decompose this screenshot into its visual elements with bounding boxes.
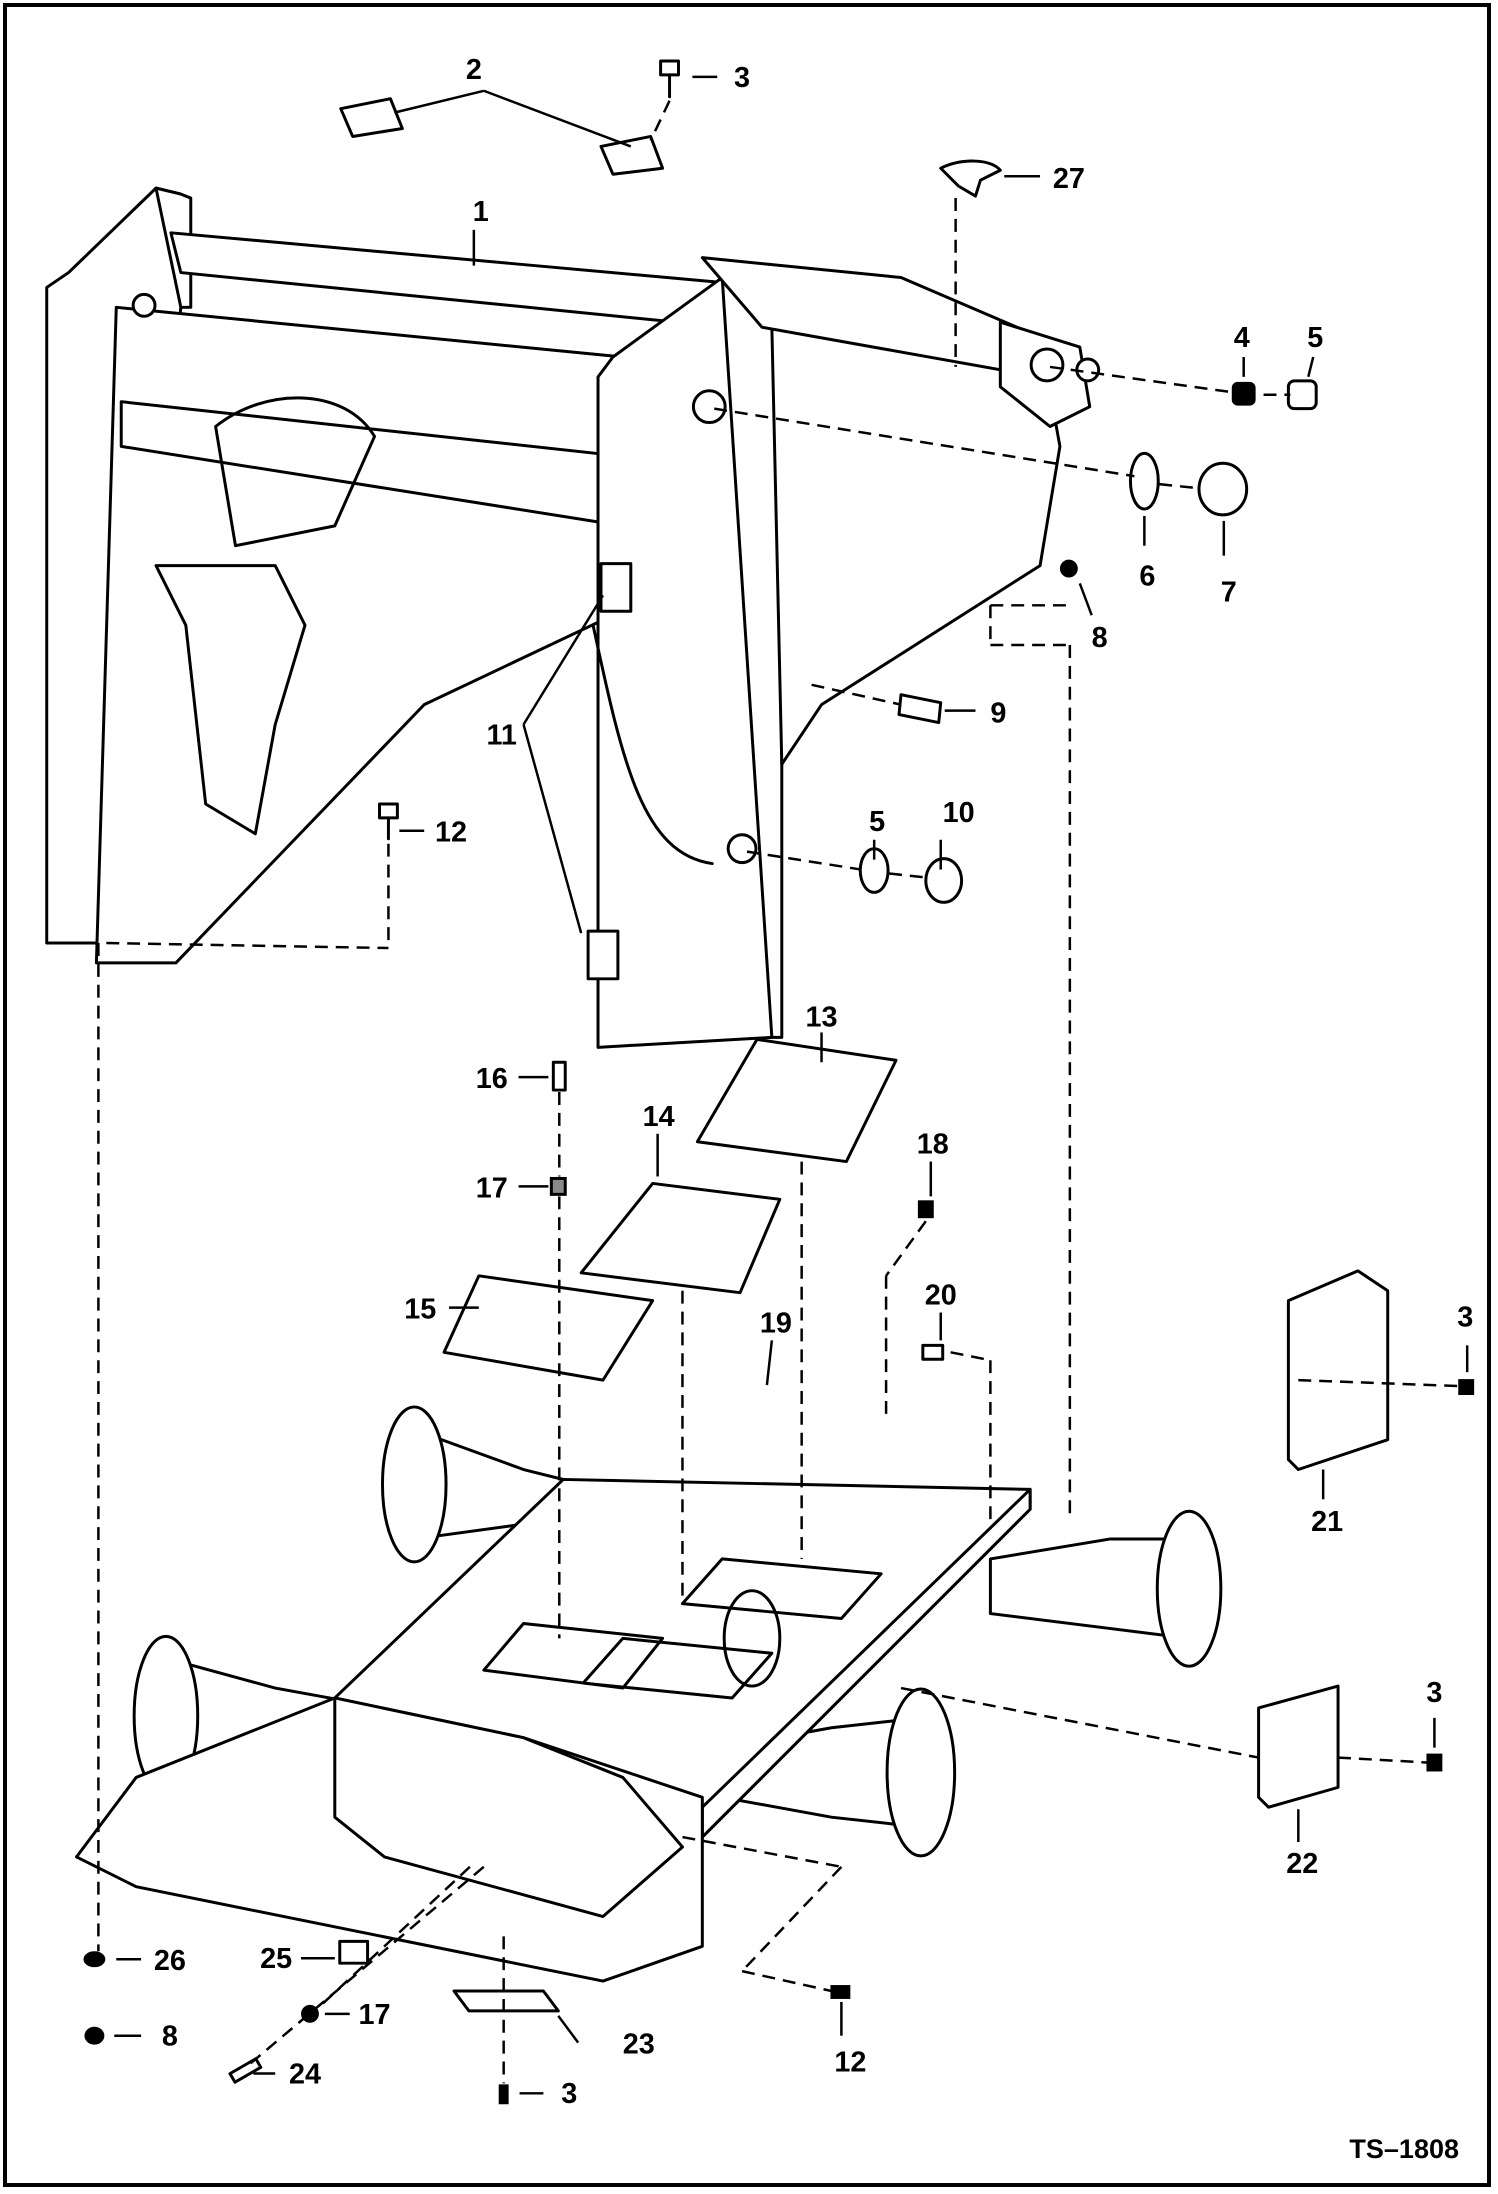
callout: 24 bbox=[289, 2058, 321, 2090]
callout: 19 bbox=[760, 1307, 792, 1339]
top-cross-tube bbox=[169, 231, 729, 329]
handle-part-27 bbox=[939, 159, 1002, 198]
assembly-lines bbox=[97, 100, 1460, 2084]
callout: 5 bbox=[1307, 322, 1323, 354]
tie-down-bracket bbox=[586, 929, 620, 981]
guard-part-22 bbox=[1257, 1684, 1340, 1809]
callout: 8 bbox=[1092, 622, 1108, 654]
bolt-part-12 bbox=[830, 1985, 851, 1999]
leader-lines bbox=[114, 75, 1469, 2095]
bolt-part-20 bbox=[921, 1343, 945, 1361]
lower-hardware bbox=[83, 1269, 1475, 2105]
callout: 3 bbox=[734, 62, 750, 94]
cover-plate-15 bbox=[442, 1274, 655, 1382]
exploded-parts-diagram: .ln { fill: none; stroke: #000; stroke-w… bbox=[45, 54, 1475, 2110]
callout: 2 bbox=[466, 54, 482, 86]
callout: 3 bbox=[1457, 1301, 1473, 1333]
callout: 13 bbox=[806, 1001, 838, 1033]
callout: 27 bbox=[1053, 163, 1085, 195]
main-frame bbox=[45, 186, 1101, 1049]
bolt-part-16 bbox=[551, 1060, 567, 1092]
callout: 1 bbox=[473, 196, 489, 228]
washer-part-6 bbox=[1128, 451, 1160, 511]
pivot-boss bbox=[691, 389, 727, 425]
callout: 3 bbox=[1426, 1677, 1442, 1709]
callout: 11 bbox=[486, 719, 516, 751]
callout: 10 bbox=[943, 797, 975, 829]
axle-chassis bbox=[75, 1405, 1223, 1983]
chassis-opening bbox=[680, 1557, 883, 1620]
callout: 25 bbox=[260, 1943, 292, 1975]
guard-part-21 bbox=[1286, 1269, 1390, 1471]
callout: 26 bbox=[154, 1945, 186, 1977]
wheel-hub bbox=[885, 1687, 957, 1858]
callout: 6 bbox=[1139, 560, 1155, 592]
bracket-part-25 bbox=[338, 1939, 370, 1965]
callout: 8 bbox=[162, 2021, 178, 2053]
callout: 16 bbox=[476, 1063, 508, 1095]
callout: 22 bbox=[1286, 1848, 1318, 1880]
callout-labels: 2 1 3 3 3 3 4 5 5 6 7 8 8 9 10 11 12 12 … bbox=[154, 54, 1473, 2110]
callout: 3 bbox=[561, 2078, 577, 2110]
plate-part-9 bbox=[897, 693, 943, 725]
tie-down-bracket bbox=[599, 562, 633, 613]
callout: 7 bbox=[1221, 576, 1237, 608]
callout: 20 bbox=[925, 1280, 957, 1312]
upper-hardware bbox=[339, 59, 1318, 904]
bushing-part-10 bbox=[924, 857, 964, 904]
washer-part-26 bbox=[83, 1951, 106, 1968]
pin-part-24 bbox=[228, 2057, 263, 2084]
bolt-part-3 bbox=[498, 2084, 509, 2105]
bushing-part-4 bbox=[1231, 381, 1256, 406]
callout: 21 bbox=[1311, 1506, 1343, 1538]
bracket-part-2 bbox=[339, 97, 404, 138]
wheel-hub bbox=[380, 1405, 448, 1564]
wheel-hub bbox=[1155, 1509, 1223, 1668]
bracket-part-2 bbox=[599, 134, 665, 176]
fitting-part-18 bbox=[917, 1200, 934, 1219]
bushing-part-7 bbox=[1197, 461, 1249, 517]
drawing-reference-number: TS–1808 bbox=[1349, 2134, 1459, 2164]
callout: 17 bbox=[359, 1999, 391, 2031]
callout: 12 bbox=[435, 817, 467, 849]
callout: 17 bbox=[476, 1172, 508, 1204]
frame-cutout bbox=[214, 396, 377, 548]
nut-part-8 bbox=[1059, 559, 1078, 578]
cap-part-5 bbox=[1286, 379, 1318, 411]
mounting-plate-14 bbox=[579, 1181, 782, 1295]
callout: 9 bbox=[990, 698, 1006, 730]
callout: 14 bbox=[643, 1101, 675, 1133]
nut-part-8 bbox=[84, 2026, 105, 2045]
callout: 4 bbox=[1234, 322, 1250, 354]
pivot-boss bbox=[1029, 347, 1065, 383]
bolt-part-12 bbox=[378, 802, 399, 820]
pivot-boss bbox=[726, 833, 758, 865]
plate-part-23 bbox=[452, 1989, 560, 2013]
callout: 23 bbox=[623, 2029, 655, 2061]
bolt-part-3 bbox=[659, 59, 680, 77]
cover-plate-13 bbox=[695, 1037, 898, 1164]
washer-part-17 bbox=[549, 1176, 567, 1196]
bolt-part-3 bbox=[1458, 1379, 1475, 1396]
callout: 12 bbox=[834, 2046, 866, 2078]
drawing-sheet: .ln { fill: none; stroke: #000; stroke-w… bbox=[3, 3, 1491, 2187]
callout: 5 bbox=[869, 806, 885, 838]
callout: 15 bbox=[404, 1294, 436, 1326]
cover-plates bbox=[442, 1037, 945, 1382]
callout: 18 bbox=[917, 1129, 949, 1161]
bolt-part-3 bbox=[1426, 1753, 1443, 1772]
